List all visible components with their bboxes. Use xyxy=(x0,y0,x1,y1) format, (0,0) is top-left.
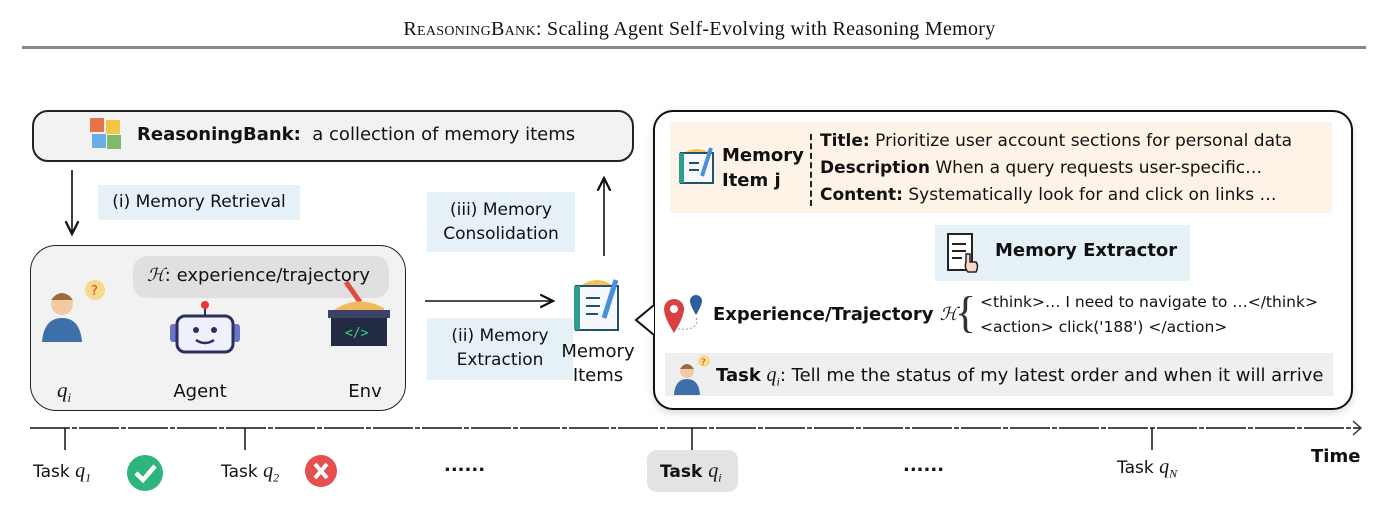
query-label: qi xyxy=(57,378,72,406)
timeline-task-2: Task q2 xyxy=(221,460,280,485)
memory-extractor-label: Memory Extractor xyxy=(995,240,1178,261)
timeline-ellipsis-1: ...... xyxy=(444,455,486,476)
memory-item-panel xyxy=(670,122,1332,213)
check-icon xyxy=(127,455,163,491)
user-icon: ? xyxy=(42,280,105,342)
memory-items-icon xyxy=(574,279,619,331)
trajectory-pill: ℋ: experience/trajectory xyxy=(133,256,389,298)
memory-content: Content: Systematically look for and cli… xyxy=(820,185,1277,205)
timeline-task-n: Task qN xyxy=(1117,456,1178,481)
task-description: Task qi: Tell me the status of my latest… xyxy=(716,364,1324,389)
reasoning-bank-box xyxy=(32,110,634,162)
svg-text:</>: </> xyxy=(345,326,369,341)
time-axis-label: Time xyxy=(1311,446,1361,467)
env-icon: </> xyxy=(328,280,390,346)
callout-pointer xyxy=(634,304,655,336)
svg-text:?: ? xyxy=(91,284,98,299)
svg-text:?: ? xyxy=(701,358,706,368)
brace: { xyxy=(955,288,977,337)
user-icon-small: ? xyxy=(674,355,710,395)
header-rule xyxy=(22,46,1366,49)
trajectory-think: <think>… I need to navigate to …</think> xyxy=(980,293,1318,311)
memory-item-icon xyxy=(679,147,714,184)
memory-extractor-box xyxy=(935,225,1190,281)
task-row xyxy=(665,353,1333,396)
dashed-divider xyxy=(810,134,812,206)
experience-label: Experience/Trajectory ℋ xyxy=(713,304,958,325)
page-header: ReasoningBank: Scaling Agent Self-Evolvi… xyxy=(403,18,996,40)
extractor-icon xyxy=(947,233,979,273)
cross-icon xyxy=(305,455,337,487)
memory-retrieval-label: (i) Memory Retrieval xyxy=(98,185,300,220)
puzzle-icon xyxy=(90,118,121,149)
timeline-task-1: Task q1 xyxy=(33,460,92,485)
location-pin-icon xyxy=(664,295,702,333)
trajectory-action: <action> click('188') </action> xyxy=(980,318,1228,336)
timeline-ellipsis-2: ...... xyxy=(903,455,945,476)
reasoning-bank-title: ReasoningBank: a collection of memory it… xyxy=(137,124,576,145)
timeline-task-current: Task qi xyxy=(647,450,738,492)
env-label: Env xyxy=(348,381,382,402)
memory-description: Description When a query requests user-s… xyxy=(820,158,1263,178)
memory-title: Title: Prioritize user account sections … xyxy=(820,131,1293,151)
robot-icon xyxy=(170,301,240,354)
agent-label: Agent xyxy=(173,381,227,402)
